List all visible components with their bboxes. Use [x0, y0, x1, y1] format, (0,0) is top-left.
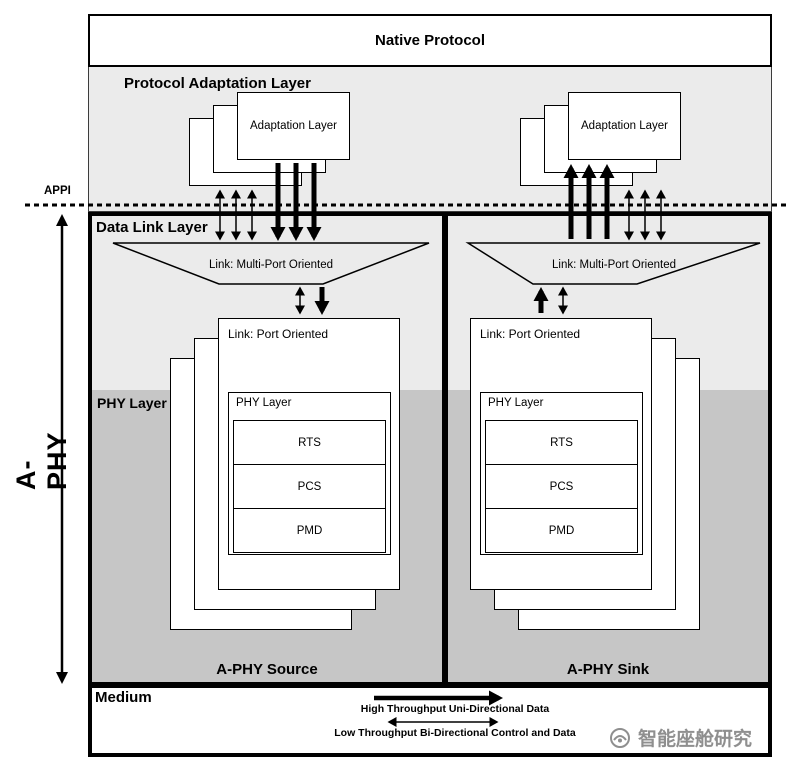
- native-protocol-label: Native Protocol: [374, 32, 486, 49]
- source-pcs-box: PCS: [233, 464, 386, 509]
- sink-pmd-box: PMD: [485, 508, 638, 553]
- sink-pmd-label: PMD: [548, 524, 575, 537]
- source-phy-box-label: PHY Layer: [236, 397, 292, 409]
- sink-rts-label: RTS: [550, 436, 573, 449]
- source-sink-divider: [442, 212, 448, 686]
- source-rts-box: RTS: [233, 420, 386, 465]
- source-multiport-label: Link: Multi-Port Oriented: [209, 259, 333, 271]
- watermark-logo-icon: [610, 727, 630, 748]
- medium-label: Medium: [95, 689, 152, 706]
- low-throughput-label: Low Throughput Bi-Directional Control an…: [334, 727, 576, 739]
- source-rts-label: RTS: [298, 436, 321, 449]
- sink-pcs-box: PCS: [485, 464, 638, 509]
- data-link-layer-label: Data Link Layer: [96, 219, 208, 236]
- sink-pcs-label: PCS: [549, 480, 574, 493]
- watermark-text: 智能座舱研究: [638, 729, 753, 750]
- source-adaptation-box-front: Adaptation Layer: [237, 92, 350, 160]
- phy-layer-band-label: PHY Layer: [97, 395, 167, 411]
- sink-footer-label: A-PHY Sink: [566, 661, 650, 678]
- sink-adaptation-box-front: Adaptation Layer: [568, 92, 681, 160]
- sink-adaptation-label: Adaptation Layer: [581, 120, 668, 132]
- native-protocol-box: Native Protocol: [88, 14, 772, 67]
- sink-multiport-label: Link: Multi-Port Oriented: [552, 259, 676, 271]
- source-pmd-label: PMD: [296, 524, 323, 537]
- aphy-label: A-PHY: [11, 431, 72, 490]
- source-adaptation-label: Adaptation Layer: [250, 120, 337, 132]
- sink-port-oriented-label: Link: Port Oriented: [480, 327, 581, 341]
- appi-label: APPI: [44, 185, 71, 197]
- protocol-adaptation-layer-label: Protocol Adaptation Layer: [124, 75, 311, 92]
- sink-rts-box: RTS: [485, 420, 638, 465]
- source-footer-label: A-PHY Source: [216, 661, 318, 678]
- source-pmd-box: PMD: [233, 508, 386, 553]
- high-throughput-label: High Throughput Uni-Directional Data: [360, 703, 550, 715]
- sink-phy-box-label: PHY Layer: [488, 397, 544, 409]
- source-port-oriented-label: Link: Port Oriented: [228, 327, 329, 341]
- source-pcs-label: PCS: [297, 480, 322, 493]
- watermark: 智能座舱研究: [608, 724, 752, 751]
